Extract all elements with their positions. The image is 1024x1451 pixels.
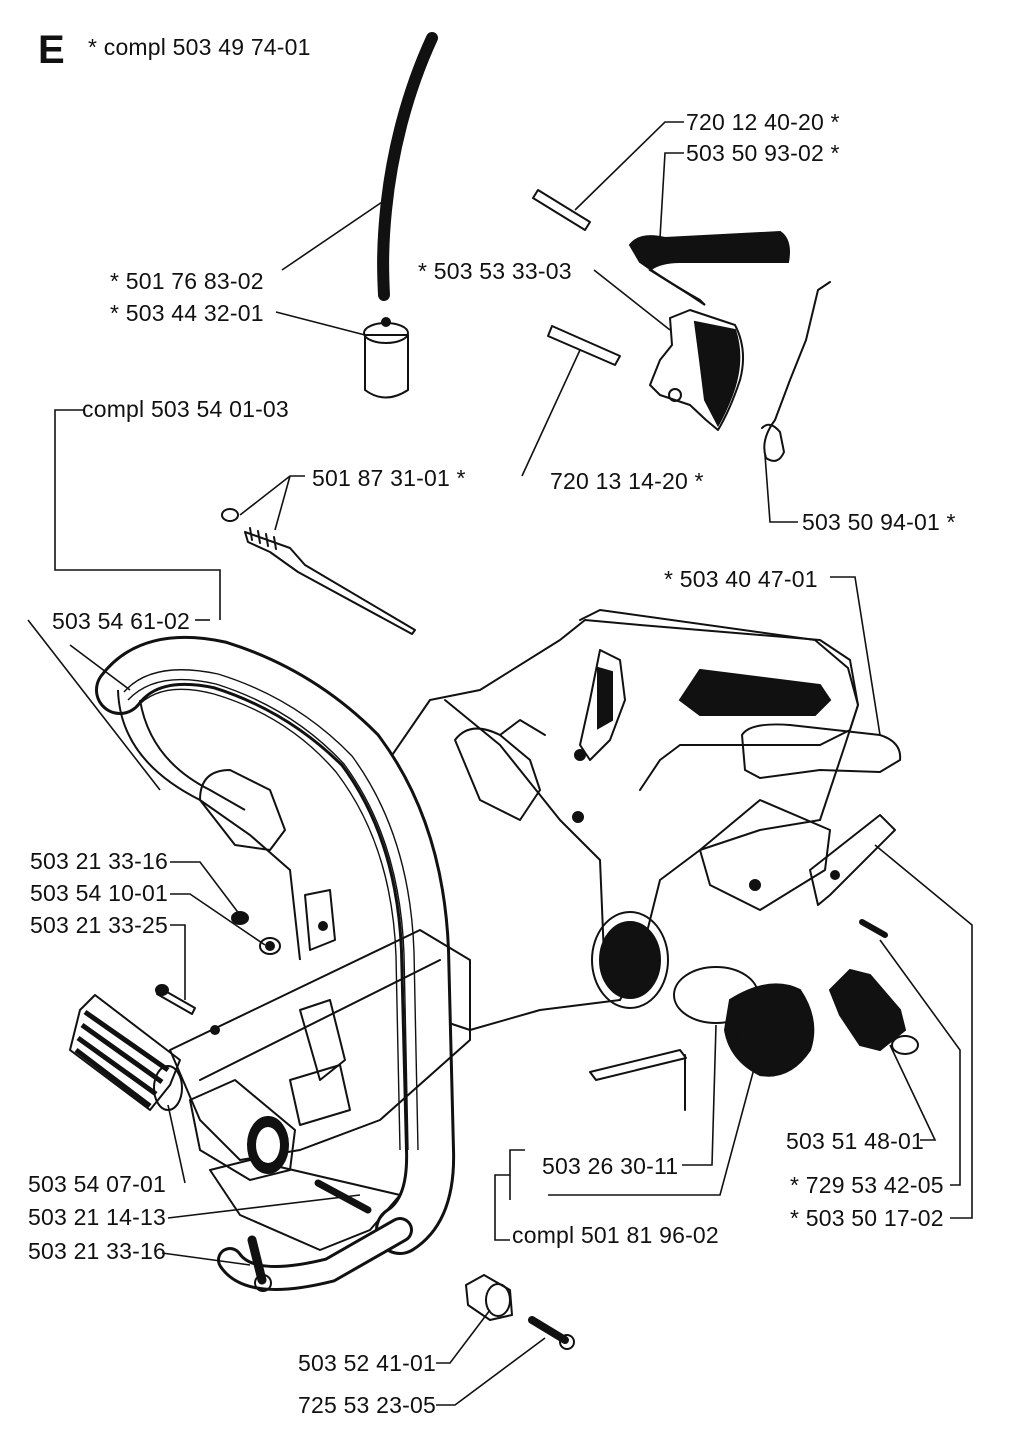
- label-part: 725 53 23-05: [298, 1392, 436, 1418]
- label-part: 503 21 14-13: [28, 1204, 166, 1230]
- screw-left-1: [155, 984, 196, 1015]
- label-part: 503 54 10-01: [30, 880, 168, 906]
- vibration-damper-spring: [828, 968, 919, 1055]
- throttle-lockout: [649, 309, 745, 431]
- base-plate: [169, 889, 471, 1161]
- throttle-lever: [741, 723, 902, 779]
- bushing-bottom: [465, 1274, 513, 1321]
- label-part: * 503 53 33-03: [418, 258, 572, 284]
- small-screw-right: [859, 919, 888, 938]
- label-part: 503 54 07-01: [28, 1171, 166, 1197]
- adjuster-rod: [221, 508, 416, 635]
- label-part: 503 26 30-11: [542, 1153, 679, 1179]
- label-part: compl 501 81 96-02: [512, 1222, 719, 1248]
- oil-cap-assembly: [589, 966, 815, 1111]
- screw-bottom-right: [528, 1316, 575, 1350]
- label-part: * 729 53 42-05: [790, 1172, 944, 1198]
- label-part: 503 21 33-25: [30, 912, 168, 938]
- label-part: 501 87 31-01 *: [312, 465, 466, 491]
- crankcase-body: [374, 619, 859, 1031]
- label-part: * 503 40 47-01: [664, 566, 818, 592]
- label-part: * 501 76 83-02: [110, 268, 264, 294]
- label-part: * 503 44 32-01: [110, 300, 264, 326]
- label-part: 503 51 48-01: [786, 1128, 924, 1154]
- fuel-filter: [363, 317, 409, 399]
- throttle-trigger: [628, 230, 790, 306]
- label-part: 503 54 61-02: [52, 608, 190, 634]
- rear-handle: [579, 609, 859, 791]
- section-letter: E: [38, 28, 65, 72]
- label-part: 720 12 40-20 *: [686, 109, 840, 135]
- label-part: * 503 50 17-02: [790, 1205, 944, 1231]
- bottom-guard: [209, 1159, 401, 1251]
- bumper-spike: [69, 994, 183, 1111]
- screw-bottom: [247, 1235, 272, 1292]
- label-part: 503 21 33-16: [28, 1238, 166, 1264]
- chain-adjuster-housing: [189, 1079, 296, 1181]
- label-part: compl 503 54 01-03: [82, 396, 289, 422]
- throttle-pin-upper: [532, 189, 591, 231]
- screw-nut-set: [231, 911, 281, 955]
- label-header-assembly: * compl 503 49 74-01: [88, 34, 311, 60]
- label-part: 503 52 41-01: [298, 1350, 436, 1376]
- label-part: 720 13 14-20 *: [550, 468, 704, 494]
- label-part: 503 50 93-02 *: [686, 140, 840, 166]
- mount-bracket: [699, 799, 896, 911]
- label-part: 503 21 33-16: [30, 848, 168, 874]
- fuel-hose: [377, 32, 438, 301]
- leader-lines: [27, 121, 973, 1406]
- throttle-pin-lower: [547, 325, 621, 366]
- label-part: 503 50 94-01 *: [802, 509, 956, 535]
- return-spring: [761, 281, 831, 462]
